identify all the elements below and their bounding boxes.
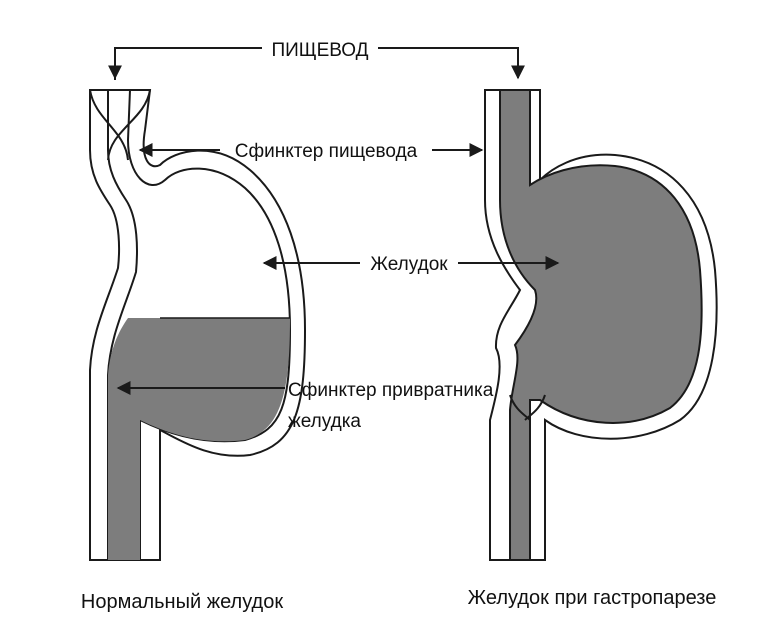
normal-stomach-caption: Нормальный желудок (81, 591, 283, 613)
esophageal-sphincter-label: Сфинктер пищевода (235, 141, 418, 162)
normal-stomach-contents (108, 318, 290, 560)
normal-esophageal-sphincter (89, 89, 151, 161)
pyloric-sphincter-label-line1: Сфинктер привратника (288, 380, 494, 401)
pyloric-sphincter-label-line2: желудка (288, 411, 361, 432)
gastroparesis-stomach-contents (499, 89, 703, 561)
stomach-callout: Желудок (262, 254, 560, 275)
esophageal-sphincter-callout: Сфинктер пищевода (138, 141, 484, 162)
normal-stomach (89, 89, 307, 561)
esophagus-label: ПИЩЕВОД (271, 40, 368, 61)
gastroparesis-stomach (484, 89, 718, 561)
stomach-label: Желудок (370, 254, 448, 275)
gastroparesis-pyloric-sphincter (509, 394, 546, 421)
gastroparesis-stomach-caption: Желудок при гастропарезе (468, 587, 717, 609)
esophagus-callout: ПИЩЕВОД (108, 40, 525, 80)
pyloric-sphincter-callout: Сфинктер привратника желудка (116, 380, 494, 432)
